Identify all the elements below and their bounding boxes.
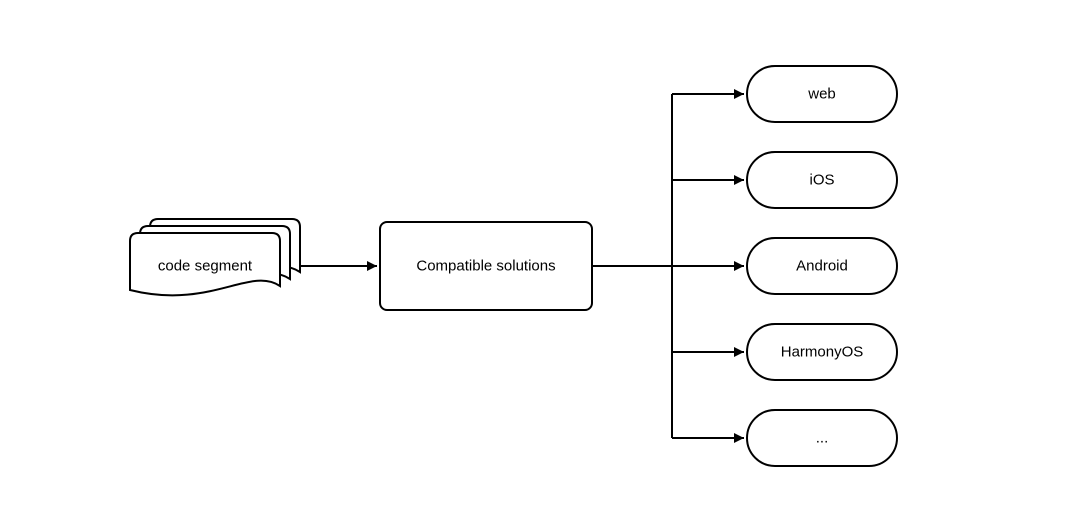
compatible-solutions-label: Compatible solutions	[416, 258, 555, 275]
target-pill-harmonyos	[746, 323, 898, 381]
target-pill-web	[746, 65, 898, 123]
target-label-more: ...	[816, 430, 829, 447]
target-label-harmonyos: HarmonyOS	[781, 344, 864, 361]
target-label-web: web	[807, 86, 836, 103]
target-node-harmonyos: HarmonyOS	[746, 323, 898, 381]
target-pill-ios	[746, 151, 898, 209]
target-node-android: Android	[746, 237, 898, 295]
target-label-ios: iOS	[809, 172, 834, 189]
target-label-android: Android	[796, 258, 848, 275]
target-pill-more	[746, 409, 898, 467]
code-segment-label: code segment	[158, 258, 253, 275]
target-pill-android	[746, 237, 898, 295]
target-node-web: web	[746, 65, 898, 123]
document-shape-front	[129, 232, 281, 297]
compatible-solutions-node: Compatible solutions	[379, 221, 593, 311]
code-segment-node: code segment	[129, 218, 301, 297]
target-node-ios: iOS	[746, 151, 898, 209]
target-node-more: ...	[746, 409, 898, 467]
